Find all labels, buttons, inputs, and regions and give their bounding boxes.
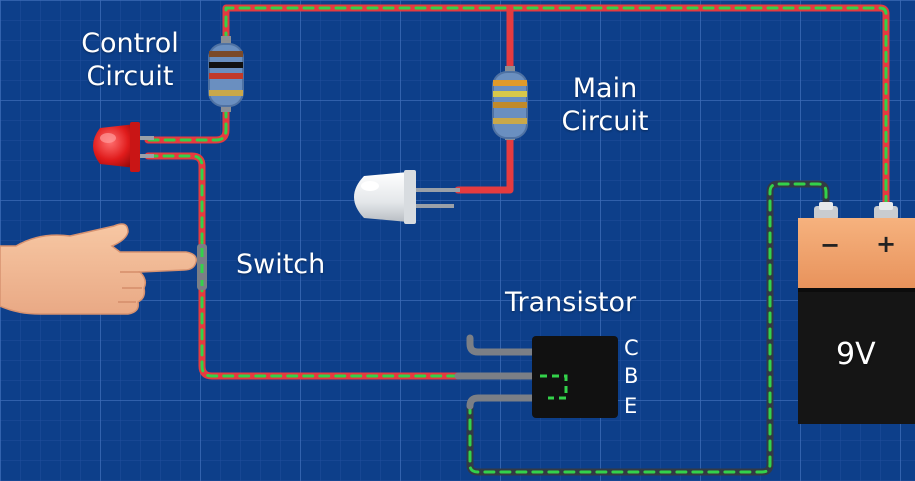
battery-voltage-label: 9V xyxy=(836,337,876,372)
main-circuit-label-line2: Circuit xyxy=(561,106,649,137)
control-circuit-label: Control Circuit xyxy=(55,27,205,93)
transistor-pin-c: C xyxy=(624,336,639,360)
switch-label: Switch xyxy=(236,249,326,280)
main-circuit-label-line1: Main xyxy=(572,73,638,104)
control-resistor xyxy=(208,36,244,112)
transistor-pin-e: E xyxy=(624,394,638,418)
battery-9v-icon xyxy=(798,202,915,424)
transistor-pin-b: B xyxy=(624,364,639,388)
main-circuit-label: Main Circuit xyxy=(540,72,670,138)
control-circuit-label-line2: Circuit xyxy=(86,61,174,92)
main-circuit-wire xyxy=(222,4,890,216)
pointing-hand-icon[interactable] xyxy=(0,223,198,315)
red-led-icon xyxy=(93,122,154,172)
main-resistor xyxy=(492,66,528,140)
white-led-icon xyxy=(354,170,460,224)
control-circuit-wire xyxy=(144,104,830,476)
battery-minus-sign: − xyxy=(820,231,841,259)
transistor-label: Transistor xyxy=(505,287,637,318)
control-circuit-label-line1: Control xyxy=(81,28,179,59)
battery-plus-sign: + xyxy=(876,230,897,258)
